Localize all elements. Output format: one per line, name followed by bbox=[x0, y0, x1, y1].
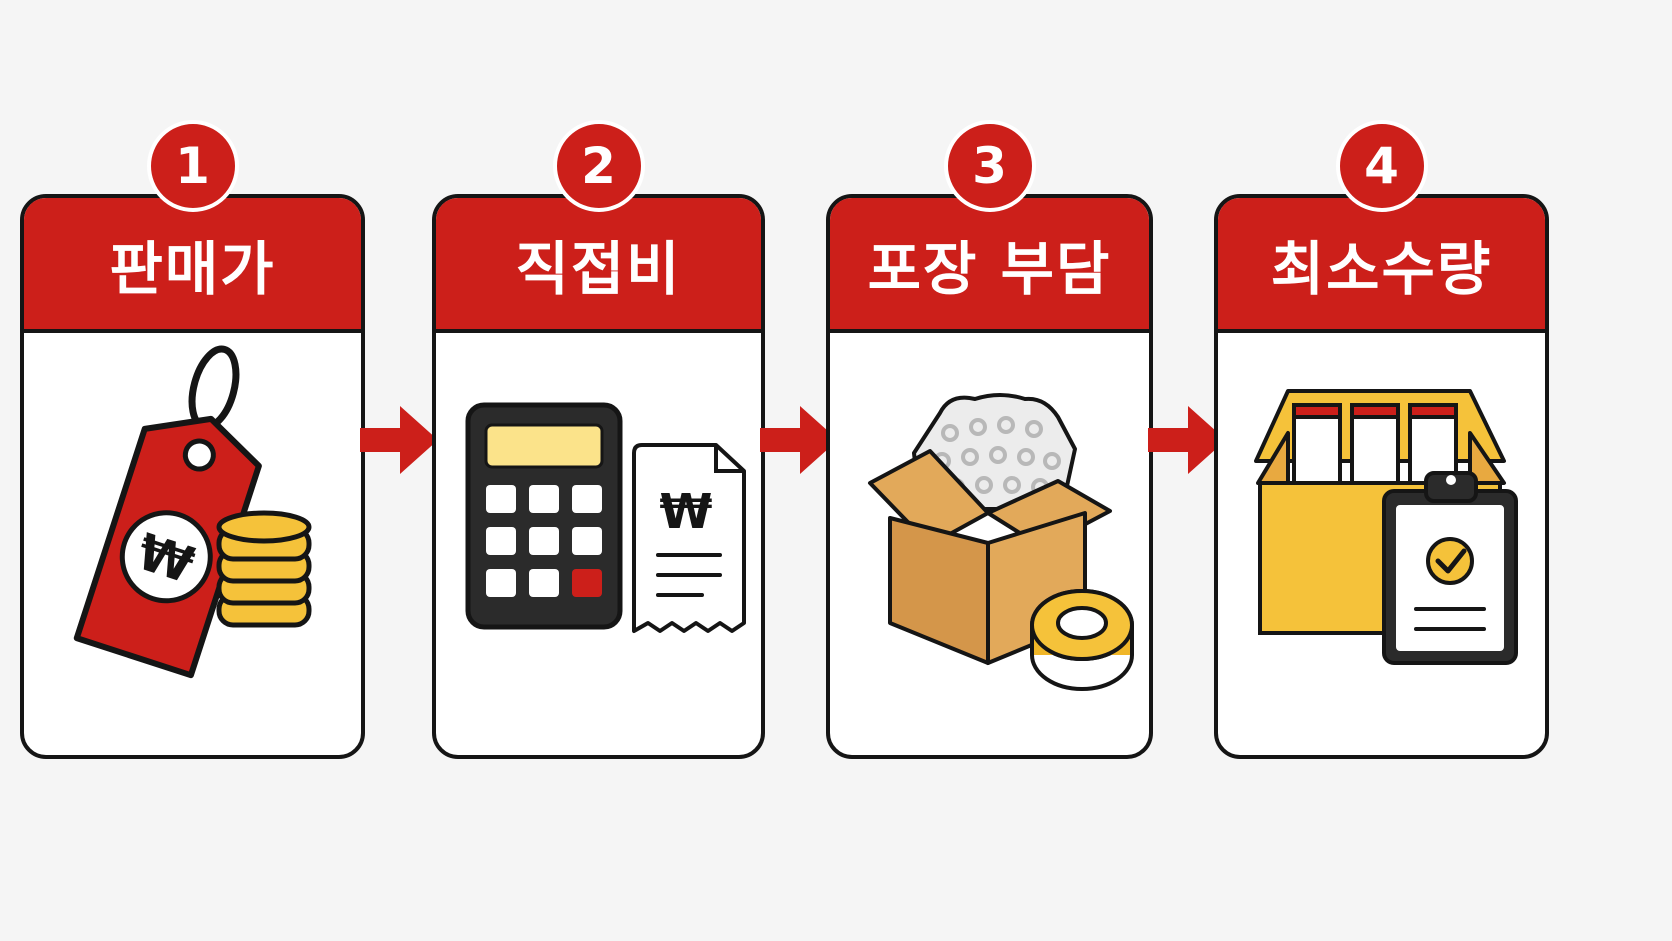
step-title: 포장 부담 bbox=[867, 234, 1112, 303]
step-illustration bbox=[1218, 333, 1545, 755]
packing-box-tape-icon bbox=[868, 393, 1134, 691]
step-card: 판매가 ₩ bbox=[20, 194, 365, 759]
step-number: 1 bbox=[175, 137, 210, 195]
step-card: 최소수량 bbox=[1214, 194, 1549, 759]
step-illustration bbox=[830, 333, 1149, 755]
arrow-right-icon bbox=[760, 406, 838, 474]
step-number-badge: 3 bbox=[943, 120, 1036, 212]
step-number-badge: 4 bbox=[1335, 120, 1428, 212]
step-title: 판매가 bbox=[109, 234, 276, 303]
step-illustration: ₩ bbox=[24, 333, 361, 755]
arrow-right-icon bbox=[360, 406, 438, 474]
step-number-badge: 1 bbox=[146, 120, 239, 212]
step-header: 직접비 bbox=[436, 198, 761, 333]
step-header: 포장 부담 bbox=[830, 198, 1149, 333]
step-header: 판매가 bbox=[24, 198, 361, 333]
price-tag-coins-icon: ₩ bbox=[73, 345, 312, 679]
step-number: 2 bbox=[581, 137, 616, 195]
step-card: 직접비 bbox=[432, 194, 765, 759]
step-number-badge: 2 bbox=[552, 120, 645, 212]
step-header: 최소수량 bbox=[1218, 198, 1545, 333]
box-clipboard-check-icon bbox=[1254, 389, 1518, 665]
step-illustration: ₩ bbox=[436, 333, 761, 755]
step-title: 최소수량 bbox=[1270, 234, 1493, 303]
step-title: 직접비 bbox=[515, 234, 682, 303]
step-number: 4 bbox=[1364, 137, 1399, 195]
arrow-right-icon bbox=[1148, 406, 1226, 474]
step-number: 3 bbox=[972, 137, 1007, 195]
currency-symbol: ₩ bbox=[660, 484, 713, 540]
step-card: 포장 부담 bbox=[826, 194, 1153, 759]
calculator-receipt-icon: ₩ bbox=[465, 402, 746, 633]
